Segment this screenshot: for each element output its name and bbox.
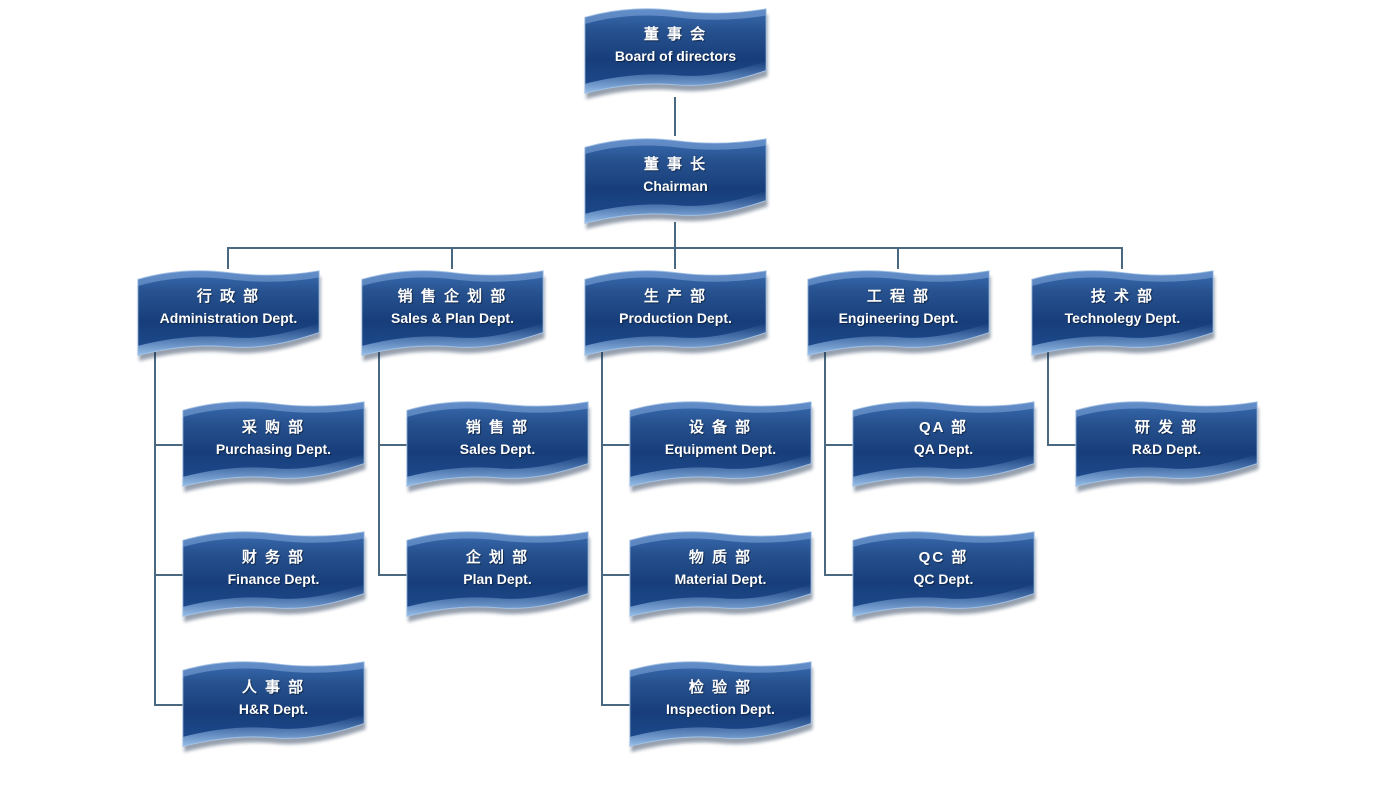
org-node-sales-dept: 销 售 部 Sales Dept.: [405, 398, 590, 493]
node-label-zh: 董 事 会: [643, 25, 708, 43]
org-node-chairman: 董 事 长 Chairman: [583, 135, 768, 230]
node-label-zh: 企 划 部: [465, 548, 530, 566]
node-label-zh: 财 务 部: [241, 548, 306, 566]
node-label-zh: QA 部: [918, 418, 969, 436]
node-label-en: R&D Dept.: [1131, 440, 1202, 457]
node-label-en: Administration Dept.: [159, 309, 298, 326]
org-node-rnd-dept: 研 发 部 R&D Dept.: [1074, 398, 1259, 493]
org-node-production-dept: 生 产 部 Production Dept.: [583, 267, 768, 362]
node-label-zh: 销 售 部: [465, 418, 530, 436]
node-label-en: Material Dept.: [674, 570, 767, 587]
node-label-zh: 设 备 部: [688, 418, 753, 436]
node-label-zh: 生 产 部: [643, 287, 708, 305]
connector-stub-equipment: [601, 444, 630, 446]
node-label-en: Sales & Plan Dept.: [391, 309, 514, 326]
connector-drop-engineering: [897, 247, 899, 269]
org-node-board-of-directors: 董 事 会 Board of directors: [583, 5, 768, 100]
node-label-en: Inspection Dept.: [666, 700, 775, 717]
node-label-en: Technolegy Dept.: [1064, 309, 1181, 326]
org-node-technology-dept: 技 术 部 Technolegy Dept.: [1030, 267, 1215, 362]
node-label-en: Chairman: [643, 177, 708, 194]
connector-col-production: [601, 352, 603, 705]
org-node-qc-dept: QC 部 QC Dept.: [851, 528, 1036, 623]
node-label-en: H&R Dept.: [238, 700, 309, 717]
node-label-zh: 技 术 部: [1090, 287, 1155, 305]
org-node-finance-dept: 财 务 部 Finance Dept.: [181, 528, 366, 623]
connector-stub-qc: [824, 574, 853, 576]
connector-board-chairman: [674, 97, 676, 136]
node-label-zh: 检 验 部: [688, 678, 753, 696]
connector-stub-rnd: [1047, 444, 1076, 446]
org-node-administration-dept: 行 政 部 Administration Dept.: [136, 267, 321, 362]
node-label-zh: 销 售 企 划 部: [397, 287, 508, 305]
connector-drop-technology: [1121, 247, 1123, 269]
node-label-zh: 工 程 部: [866, 287, 931, 305]
org-node-plan-dept: 企 划 部 Plan Dept.: [405, 528, 590, 623]
connector-col-engineering: [824, 352, 826, 575]
connector-stub-purchasing: [154, 444, 183, 446]
node-label-zh: 研 发 部: [1134, 418, 1199, 436]
org-node-inspection-dept: 检 验 部 Inspection Dept.: [628, 658, 813, 753]
connector-drop-administration: [227, 247, 229, 269]
org-node-purchasing-dept: 采 购 部 Purchasing Dept.: [181, 398, 366, 493]
connector-drop-production: [674, 247, 676, 269]
node-label-en: Finance Dept.: [227, 570, 320, 587]
connector-chairman-bus: [674, 222, 676, 248]
node-label-en: QA Dept.: [913, 440, 974, 457]
node-label-en: Engineering Dept.: [838, 309, 959, 326]
connector-stub-material: [601, 574, 630, 576]
connector-stub-plan: [378, 574, 407, 576]
connector-stub-inspection: [601, 704, 630, 706]
org-node-equipment-dept: 设 备 部 Equipment Dept.: [628, 398, 813, 493]
connector-stub-sales: [378, 444, 407, 446]
node-label-zh: 人 事 部: [241, 678, 306, 696]
node-label-zh: 物 质 部: [688, 548, 753, 566]
connector-stub-hr: [154, 704, 183, 706]
org-node-qa-dept: QA 部 QA Dept.: [851, 398, 1036, 493]
node-label-zh: 采 购 部: [241, 418, 306, 436]
org-node-material-dept: 物 质 部 Material Dept.: [628, 528, 813, 623]
connector-stub-qa: [824, 444, 853, 446]
node-label-en: QC Dept.: [913, 570, 974, 587]
node-label-en: Plan Dept.: [463, 570, 532, 587]
node-label-en: Production Dept.: [619, 309, 732, 326]
connector-col-sales-plan: [378, 352, 380, 575]
node-label-zh: 董 事 长: [643, 155, 708, 173]
node-label-zh: 行 政 部: [196, 287, 261, 305]
node-label-zh: QC 部: [918, 548, 969, 566]
org-node-sales-plan-dept: 销 售 企 划 部 Sales & Plan Dept.: [360, 267, 545, 362]
node-label-en: Equipment Dept.: [664, 440, 777, 457]
connector-stub-finance: [154, 574, 183, 576]
org-node-hr-dept: 人 事 部 H&R Dept.: [181, 658, 366, 753]
connector-drop-sales-plan: [451, 247, 453, 269]
node-label-en: Purchasing Dept.: [215, 440, 332, 457]
connector-col-technology: [1047, 352, 1049, 445]
connector-col-administration: [154, 352, 156, 705]
node-label-en: Board of directors: [614, 47, 737, 64]
org-node-engineering-dept: 工 程 部 Engineering Dept.: [806, 267, 991, 362]
node-label-en: Sales Dept.: [459, 440, 536, 457]
